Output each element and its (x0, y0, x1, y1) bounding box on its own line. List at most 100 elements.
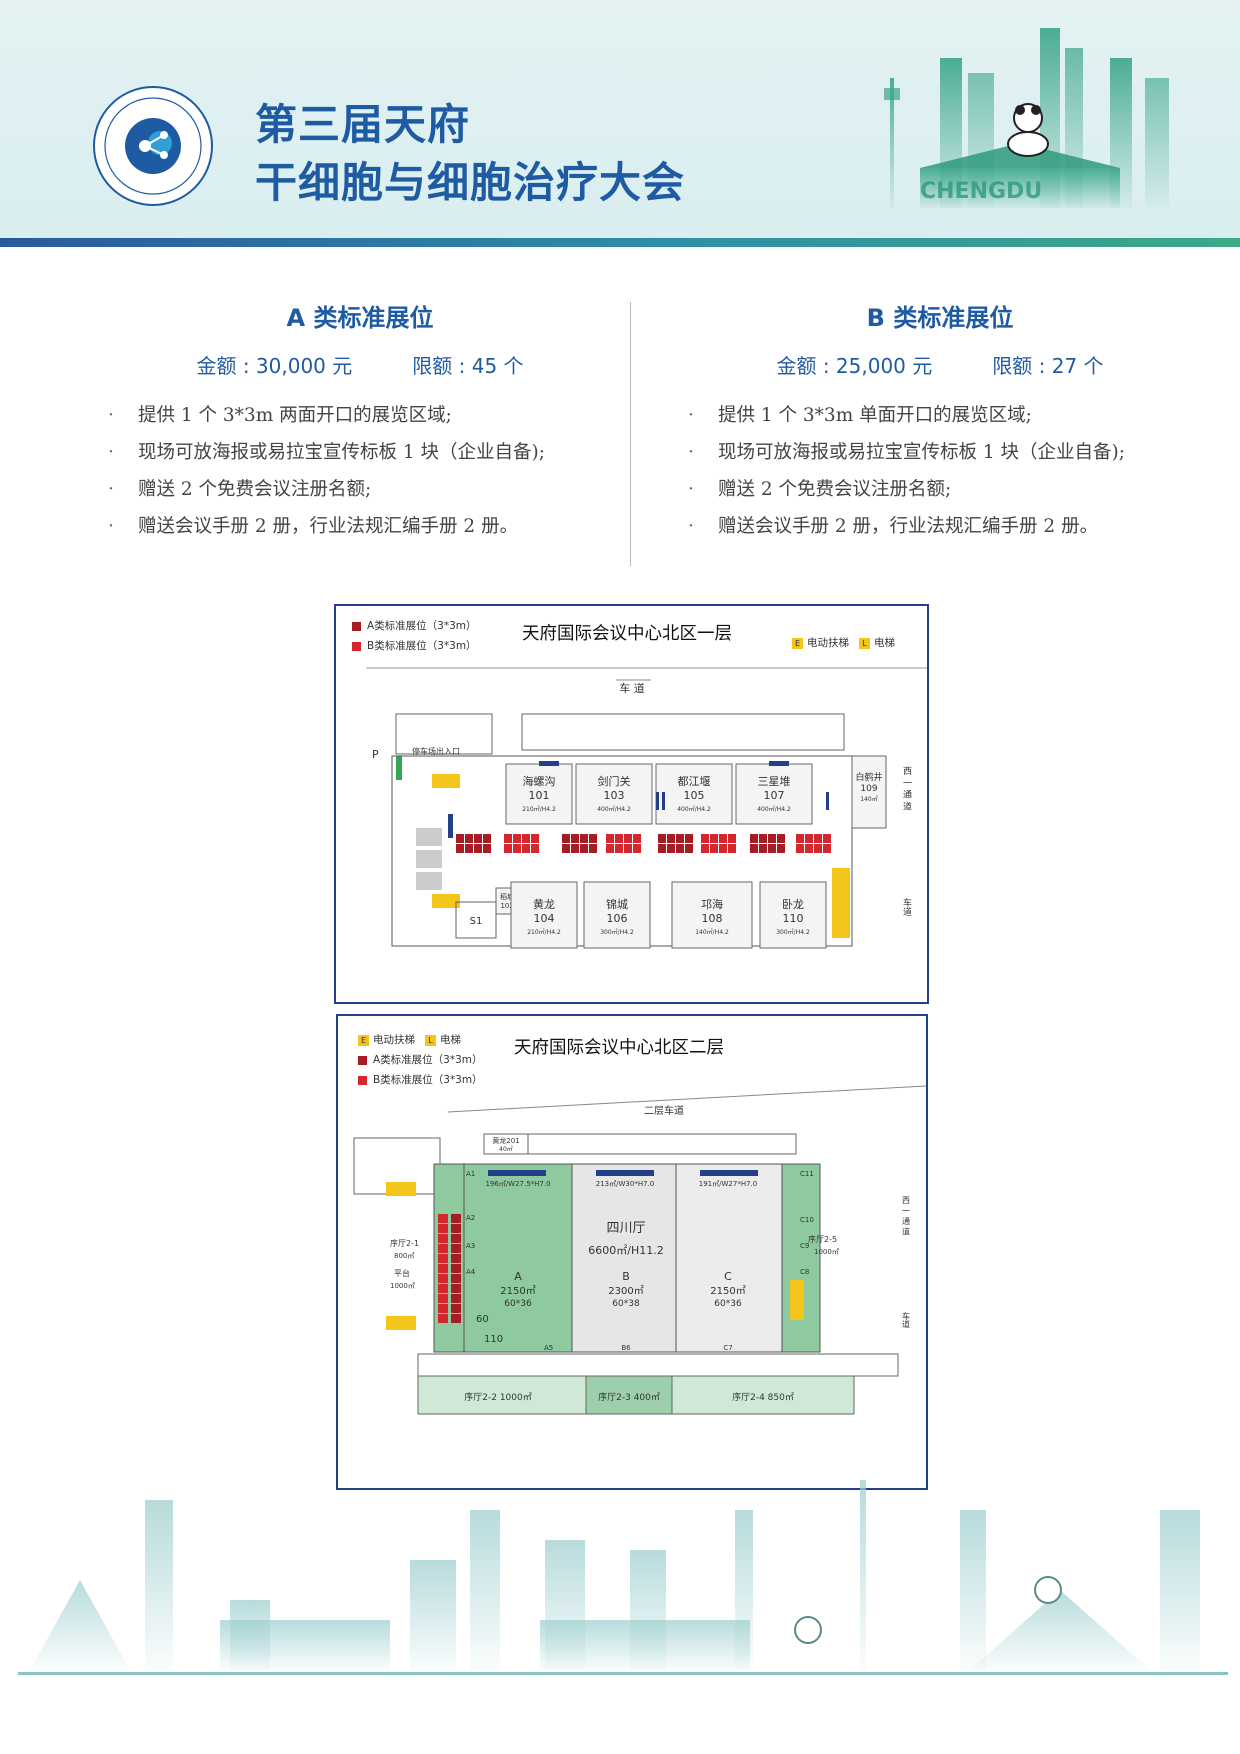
booth (719, 834, 727, 843)
booth (504, 844, 512, 853)
section-a-letter: A (514, 1270, 522, 1283)
booth (667, 834, 675, 843)
booth (658, 834, 666, 843)
foyer-2-1-area: 800㎡ (394, 1252, 414, 1260)
booth (522, 834, 530, 843)
lane-label: 车道 (901, 897, 912, 917)
section-b-letter: B (622, 1270, 630, 1283)
legend-a: A类标准展位（3*3m） (373, 1054, 483, 1066)
column-divider (630, 302, 631, 566)
west-corridor-label: 西 一 通 道 (902, 1196, 911, 1237)
package-b-price-row: 金额 : 25,000 元 限额 : 27 个 (660, 350, 1220, 379)
banner-a: 196㎡/W27.5*H7.0 (485, 1180, 550, 1188)
gate-label: C9 (800, 1242, 809, 1250)
booth (719, 844, 727, 853)
foyer-2-5: 序厅2-5 (808, 1234, 837, 1244)
hall-name: 四川厅 (606, 1221, 645, 1236)
booth (728, 844, 736, 853)
chengdu-label: CHENGDU (920, 179, 1042, 204)
gate-label: A3 (466, 1242, 475, 1250)
list-item: 提供 1 个 3*3m 单面开口的展览区域; (660, 397, 1220, 434)
gate-label: A1 (466, 1170, 475, 1178)
package-b-quota: 限额 : 27 个 (992, 354, 1104, 378)
page-title: 第三届天府 干细胞与细胞治疗大会 (255, 96, 685, 212)
booth (456, 844, 464, 853)
booth (728, 834, 736, 843)
room-name: 三星堆 (758, 775, 791, 788)
gate-label: B6 (621, 1344, 631, 1352)
booth (451, 1214, 461, 1223)
booth-column (438, 1214, 461, 1323)
room-name: 白鹤井 (855, 771, 882, 783)
booth (777, 834, 785, 843)
booth (796, 844, 804, 853)
booth (562, 844, 570, 853)
title-line-2: 干细胞与细胞治疗大会 (255, 158, 686, 207)
booth (571, 834, 579, 843)
section-a-dim: 60*36 (504, 1299, 532, 1309)
room-name: 卧龙 (782, 898, 804, 911)
elevator-label: 电梯 (874, 637, 896, 649)
booth (451, 1234, 461, 1243)
header-accent-bar (0, 238, 1240, 247)
booth (805, 844, 813, 853)
association-logo (93, 86, 213, 206)
room-area: 140㎡/H4.2 (695, 928, 729, 936)
list-item: 赠送 2 个免费会议注册名额; (80, 471, 640, 508)
booth (676, 834, 684, 843)
booth (777, 844, 785, 853)
legend-b: B类标准展位（3*3m） (367, 640, 477, 652)
booth (438, 1234, 448, 1243)
section-c-letter: C (724, 1270, 732, 1283)
foyer-2-3: 序厅2-3 400㎡ (598, 1391, 660, 1403)
gate-label: C7 (723, 1344, 732, 1352)
booth (522, 844, 530, 853)
section-a-area: 2150㎡ (500, 1285, 535, 1297)
title-line-1: 第三届天府 (255, 100, 471, 149)
booth (701, 834, 709, 843)
room-name: 海螺沟 (523, 774, 556, 788)
booth (814, 834, 822, 843)
list-item: 提供 1 个 3*3m 两面开口的展览区域; (80, 397, 640, 434)
west-corridor-label: 西 一 通 道 (901, 766, 912, 812)
booth (633, 844, 641, 853)
foyer-2-4: 序厅2-4 850㎡ (732, 1391, 794, 1403)
floor1-map: 车 道 停车场出入口 P 海螺沟 101 210㎡/H4.2 剑门关 (366, 667, 927, 949)
booth (438, 1244, 448, 1253)
booth (685, 844, 693, 853)
booth (624, 834, 632, 843)
gate-label: C11 (800, 1170, 814, 1178)
booth (823, 844, 831, 853)
booth (451, 1254, 461, 1263)
booth (624, 844, 632, 853)
floor-plan-level-1: A类标准展位（3*3m） B类标准展位（3*3m） 天府国际会议中心北区一层 E… (334, 604, 929, 1004)
terrace-label: 平台 (394, 1268, 410, 1278)
booth (685, 834, 693, 843)
booth (438, 1274, 448, 1283)
booth (814, 844, 822, 853)
gate-label: A5 (544, 1344, 553, 1352)
room-number: 108 (702, 912, 723, 925)
booth (768, 834, 776, 843)
booth (710, 834, 718, 843)
booth (513, 844, 521, 853)
booth (710, 844, 718, 853)
room-name: 黄龙 (533, 897, 555, 911)
dimension-60: 60 (476, 1314, 489, 1325)
floor1-title: 天府国际会议中心北区一层 (522, 624, 732, 644)
room-number: 102 (500, 902, 513, 910)
floor1-legend: A类标准展位（3*3m） B类标准展位（3*3m） (352, 616, 477, 656)
booth (451, 1304, 461, 1313)
booth (474, 844, 482, 853)
room-name: 邛海 (701, 897, 723, 911)
booth (580, 844, 588, 853)
gate-label: A2 (466, 1214, 475, 1222)
road-label: 二层车道 (644, 1104, 684, 1117)
city-skyline-footer (18, 1480, 1228, 1675)
parking-label: P (372, 748, 379, 761)
section-c-dim: 60*36 (714, 1299, 742, 1309)
package-a-benefits: 提供 1 个 3*3m 两面开口的展览区域; 现场可放海报或易拉宝宣传标板 1 … (80, 397, 640, 545)
list-item: 赠送 2 个免费会议注册名额; (660, 471, 1220, 508)
